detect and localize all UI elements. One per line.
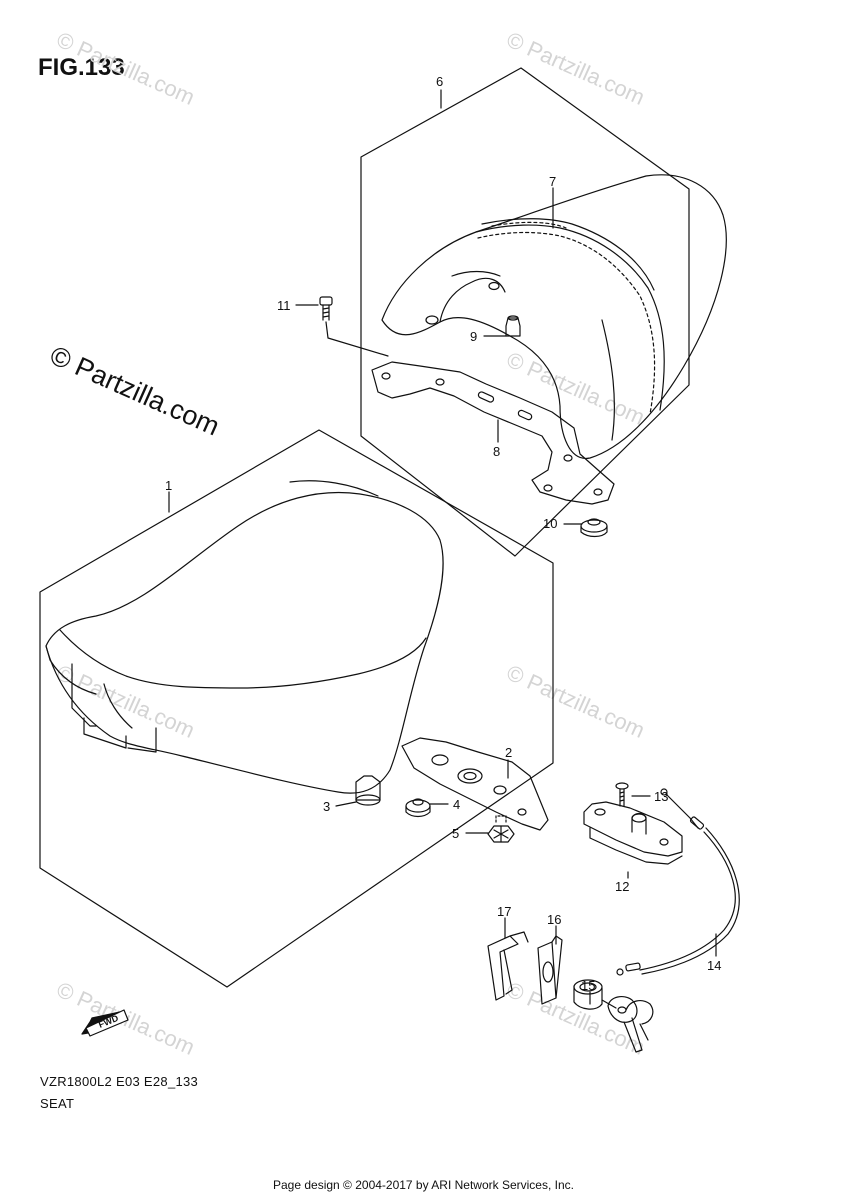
watermark: © Partzilla.com	[53, 660, 199, 743]
callout-3[interactable]: 3	[323, 799, 330, 814]
grommet-icon	[406, 799, 430, 817]
callout-labels: 6 7 8 9 10 11 1 2 3 4 5 12 13 14 15 16 1…	[165, 74, 721, 993]
watermark: © Partzilla.com	[503, 27, 649, 110]
callout-8[interactable]: 8	[493, 444, 500, 459]
screw-icon	[616, 783, 628, 806]
group-frame-front-seat	[40, 430, 553, 987]
figure-name: SEAT	[40, 1096, 75, 1111]
grommet-icon	[581, 519, 607, 537]
figure-code: VZR1800L2 E03 E28_133	[40, 1074, 199, 1089]
seat-lock-cable	[617, 789, 739, 975]
rear-seat-cushion	[382, 175, 726, 459]
watermark-main: © Partzilla.com	[46, 340, 224, 441]
callout-2[interactable]: 2	[505, 745, 512, 760]
damper-icon	[356, 776, 380, 805]
callout-17[interactable]: 17	[497, 904, 511, 919]
nut-icon	[506, 316, 520, 336]
watermark: © Partzilla.com	[503, 977, 649, 1060]
footer-text: Page design © 2004-2017 by ARI Network S…	[272, 1178, 574, 1192]
clip-icon	[538, 936, 562, 1004]
rear-seat-bracket	[372, 362, 614, 504]
callout-1[interactable]: 1	[165, 478, 172, 493]
callout-11[interactable]: 11	[277, 298, 291, 313]
seat-lock-bracket	[584, 802, 682, 864]
nut-icon	[488, 816, 514, 842]
callout-14[interactable]: 14	[707, 958, 721, 973]
watermark: © Partzilla.com	[503, 347, 649, 430]
leader-11	[326, 322, 388, 356]
callout-13[interactable]: 13	[654, 789, 668, 804]
callout-7[interactable]: 7	[549, 174, 556, 189]
leader-3	[336, 802, 356, 806]
seat-plate	[402, 738, 548, 830]
front-seat-cushion	[46, 481, 443, 793]
spring-clip-icon	[488, 932, 528, 1000]
callout-15[interactable]: 15	[581, 978, 595, 993]
key-icon	[608, 997, 653, 1052]
callout-10[interactable]: 10	[543, 516, 557, 531]
callout-16[interactable]: 16	[547, 912, 561, 927]
watermark: © Partzilla.com	[503, 660, 649, 743]
callout-4[interactable]: 4	[453, 797, 460, 812]
bolt-icon	[320, 297, 332, 320]
callout-6[interactable]: 6	[436, 74, 443, 89]
fwd-arrow-icon: FWD	[82, 1010, 128, 1036]
callout-9[interactable]: 9	[470, 329, 477, 344]
group-frame-rear-seat	[361, 68, 689, 556]
figure-title: FIG.133	[38, 54, 125, 81]
leader-lines	[169, 90, 716, 1004]
callout-5[interactable]: 5	[452, 826, 459, 841]
watermark: © Partzilla.com	[53, 27, 199, 110]
callout-12[interactable]: 12	[615, 879, 629, 894]
key-cylinder	[574, 980, 616, 1009]
